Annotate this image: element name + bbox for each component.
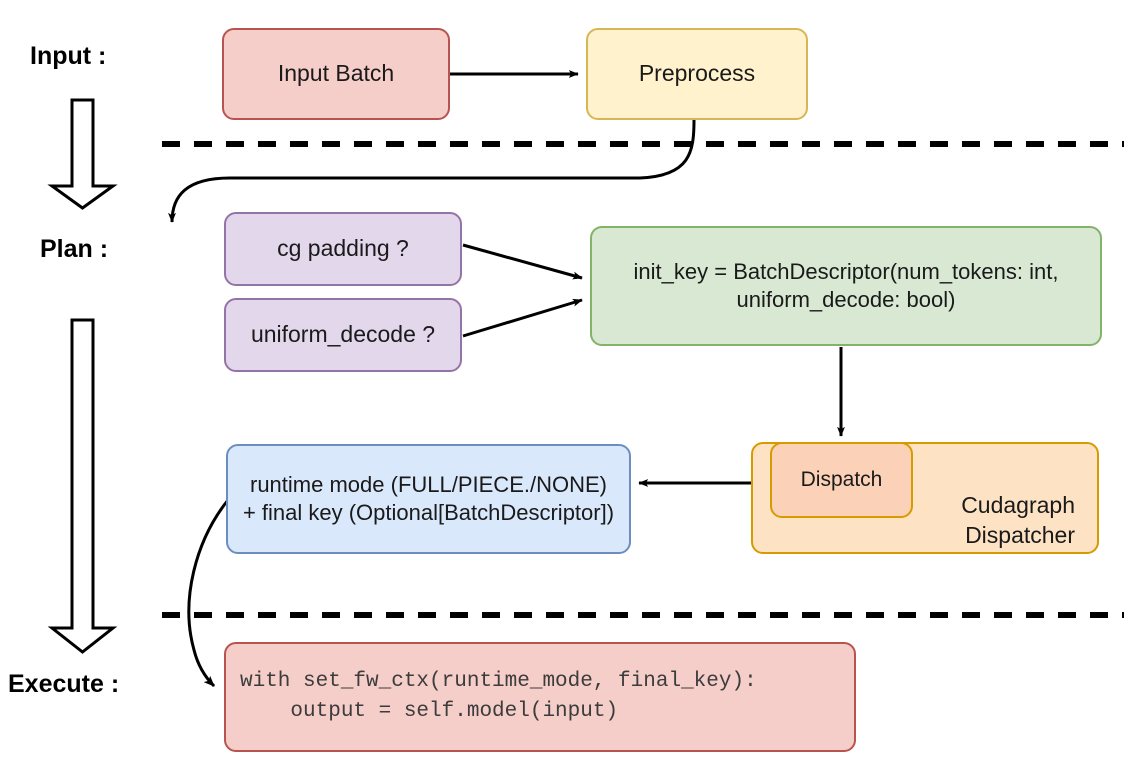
plan-to-execute-block-arrow: [47, 318, 118, 654]
node-execute-code-line1: with set_fw_ctx(runtime_mode, final_key)…: [240, 669, 757, 693]
stage-label-execute: Execute :: [8, 670, 120, 698]
node-execute-code-line2: output = self.model(input): [240, 700, 619, 723]
connector-runtime-mode-to-execute: [187, 499, 230, 688]
node-runtime-mode-line1: runtime mode (FULL/PIECE./NONE): [250, 471, 607, 497]
node-init-key[interactable]: init_key = BatchDescriptor(num_tokens: i…: [590, 226, 1102, 346]
node-preprocess[interactable]: Preprocess: [586, 28, 808, 120]
node-init-key-line1: init_key = BatchDescriptor(num_tokens: i…: [633, 258, 1059, 284]
connector-cg-padding-to-init-key: [462, 243, 583, 280]
node-runtime-mode[interactable]: runtime mode (FULL/PIECE./NONE) + final …: [226, 444, 631, 554]
node-runtime-mode-line2: + final key (Optional[BatchDescriptor]): [242, 500, 615, 525]
connector-preprocess-to-cg-padding: [168, 119, 696, 223]
connector-uniform-decode-to-init-key: [462, 298, 583, 338]
node-cudagraph-dispatcher-line2: Dispatcher: [965, 521, 1075, 548]
input-to-plan-block-arrow: [47, 98, 118, 210]
node-input-batch[interactable]: Input Batch: [222, 28, 450, 120]
stage-label-plan: Plan :: [40, 235, 109, 263]
stage-label-input: Input :: [30, 42, 107, 70]
node-cg-padding[interactable]: cg padding ?: [224, 212, 462, 286]
node-dispatch[interactable]: Dispatch: [770, 442, 913, 518]
node-init-key-line2: uniform_decode: bool): [736, 287, 956, 312]
node-cudagraph-dispatcher-line1: Cudagraph: [961, 492, 1075, 519]
node-uniform-decode[interactable]: uniform_decode ?: [224, 298, 462, 372]
node-execute-code[interactable]: with set_fw_ctx(runtime_mode, final_key)…: [224, 642, 856, 752]
